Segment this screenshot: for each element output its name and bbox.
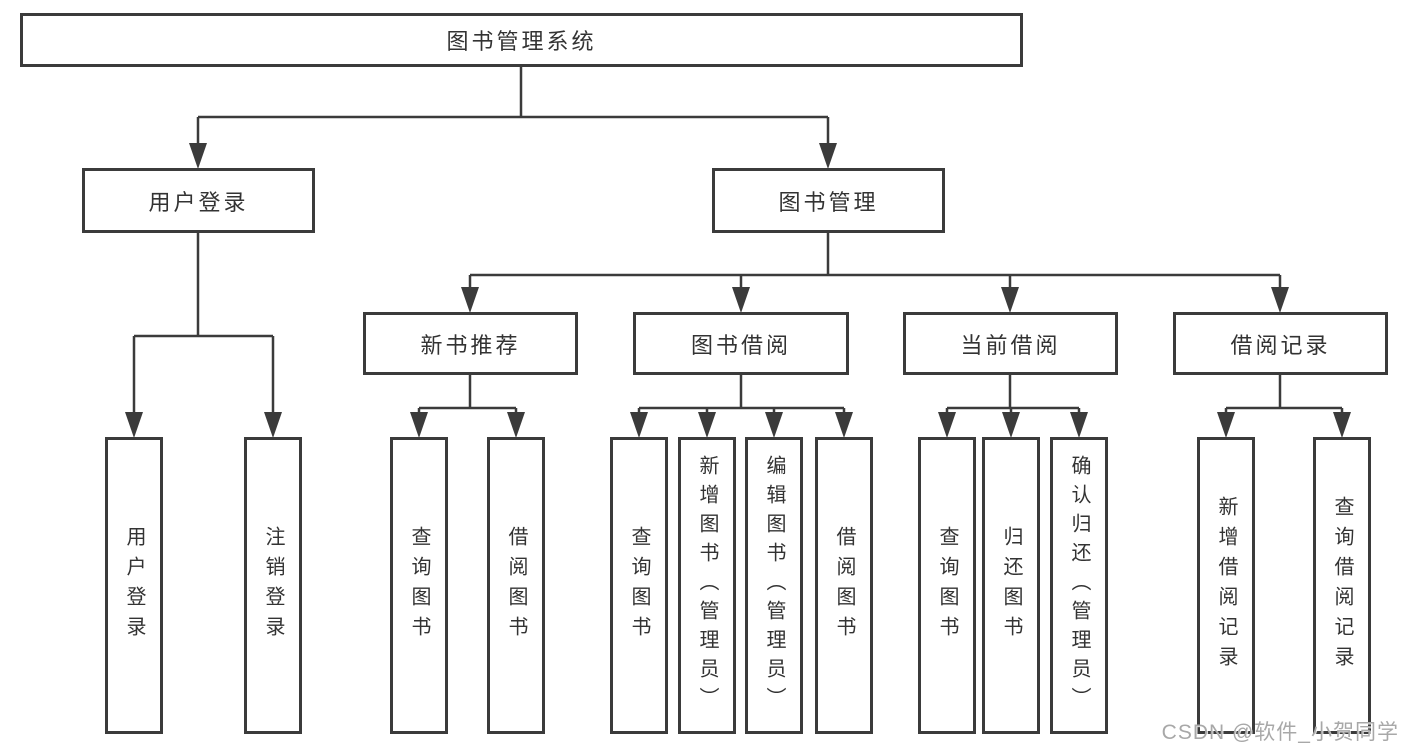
node-label: 图书管理 (778, 189, 879, 215)
leaf-add-borrow-record: 新增借阅记录 (1197, 437, 1255, 734)
node-label: 图书借阅 (690, 332, 791, 358)
node-label: 编辑图书（管理员） (763, 455, 785, 716)
arrow-down-icon (507, 412, 525, 438)
leaf-query-books-current: 查询图书 (918, 437, 976, 734)
leaf-return-books: 归还图书 (982, 437, 1040, 734)
arrow-down-icon (698, 412, 716, 438)
node-label: 借阅图书 (505, 525, 527, 646)
leaf-borrow-books: 借阅图书 (815, 437, 873, 734)
arrow-down-icon (1333, 412, 1351, 438)
node-library-system: 图书管理系统 (20, 13, 1023, 67)
arrow-down-icon (835, 412, 853, 438)
node-label: 图书管理系统 (446, 29, 597, 54)
arrowheads-level2 (189, 143, 837, 169)
node-book-borrowing: 图书借阅 (633, 312, 849, 375)
node-label: 用户登录 (148, 189, 249, 215)
node-label: 查询图书 (408, 525, 430, 646)
node-current-borrowing: 当前借阅 (903, 312, 1118, 375)
connector-root-to-level2 (196, 67, 830, 145)
arrow-down-icon (1070, 412, 1088, 438)
arrow-down-icon (765, 412, 783, 438)
leaf-user-login: 用户登录 (105, 437, 163, 734)
arrowheads-new-book-leaves (410, 412, 525, 438)
arrow-down-icon (410, 412, 428, 438)
leaf-query-borrow-record: 查询借阅记录 (1313, 437, 1371, 734)
node-label: 注销登录 (262, 525, 284, 646)
arrowheads-user-login-leaves (125, 412, 282, 438)
leaf-add-books-admin: 新增图书（管理员） (678, 437, 736, 734)
arrow-down-icon (732, 287, 750, 313)
connector-current-borrowing-to-leaves (945, 375, 1081, 414)
connector-borrow-records-to-leaves (1224, 375, 1344, 414)
arrowheads-current-borrowing-leaves (938, 412, 1088, 438)
connector-book-management-to-level3 (468, 233, 1282, 288)
leaf-edit-books-admin: 编辑图书（管理员） (745, 437, 803, 734)
node-label: 新增借阅记录 (1215, 495, 1237, 676)
connector-book-borrowing-to-leaves (637, 375, 846, 414)
node-label: 查询借阅记录 (1331, 495, 1353, 676)
connector-user-login-to-leaves (132, 233, 275, 414)
connector-new-book-to-leaves (417, 375, 518, 414)
arrow-down-icon (264, 412, 282, 438)
node-label: 新书推荐 (420, 332, 521, 358)
node-label: 当前借阅 (960, 332, 1061, 358)
arrow-down-icon (189, 143, 207, 169)
arrowheads-borrow-records-leaves (1217, 412, 1351, 438)
leaf-confirm-return-admin: 确认归还（管理员） (1050, 437, 1108, 734)
arrowheads-book-borrowing-leaves (630, 412, 853, 438)
arrow-down-icon (1271, 287, 1289, 313)
leaf-query-books-recommend: 查询图书 (390, 437, 448, 734)
node-borrowing-records: 借阅记录 (1173, 312, 1388, 375)
arrow-down-icon (461, 287, 479, 313)
node-label: 新增图书（管理员） (696, 455, 718, 716)
arrow-down-icon (938, 412, 956, 438)
csdn-watermark: CSDN @软件_小贺同学 (1161, 721, 1399, 744)
node-label: 查询图书 (628, 525, 650, 646)
node-new-book-recommendation: 新书推荐 (363, 312, 578, 375)
arrow-down-icon (1217, 412, 1235, 438)
arrowheads-level3 (461, 287, 1289, 313)
node-label: 借阅图书 (833, 525, 855, 646)
node-label: 用户登录 (123, 525, 145, 646)
node-label: 确认归还（管理员） (1068, 455, 1090, 716)
node-book-management: 图书管理 (712, 168, 945, 233)
node-label: 归还图书 (1000, 525, 1022, 646)
node-label: 借阅记录 (1230, 332, 1331, 358)
node-user-login: 用户登录 (82, 168, 315, 233)
arrow-down-icon (125, 412, 143, 438)
arrow-down-icon (1002, 412, 1020, 438)
arrow-down-icon (819, 143, 837, 169)
arrow-down-icon (1001, 287, 1019, 313)
leaf-borrow-books-recommend: 借阅图书 (487, 437, 545, 734)
arrow-down-icon (630, 412, 648, 438)
leaf-query-books-borrowing: 查询图书 (610, 437, 668, 734)
leaf-logout: 注销登录 (244, 437, 302, 734)
node-label: 查询图书 (936, 525, 958, 646)
